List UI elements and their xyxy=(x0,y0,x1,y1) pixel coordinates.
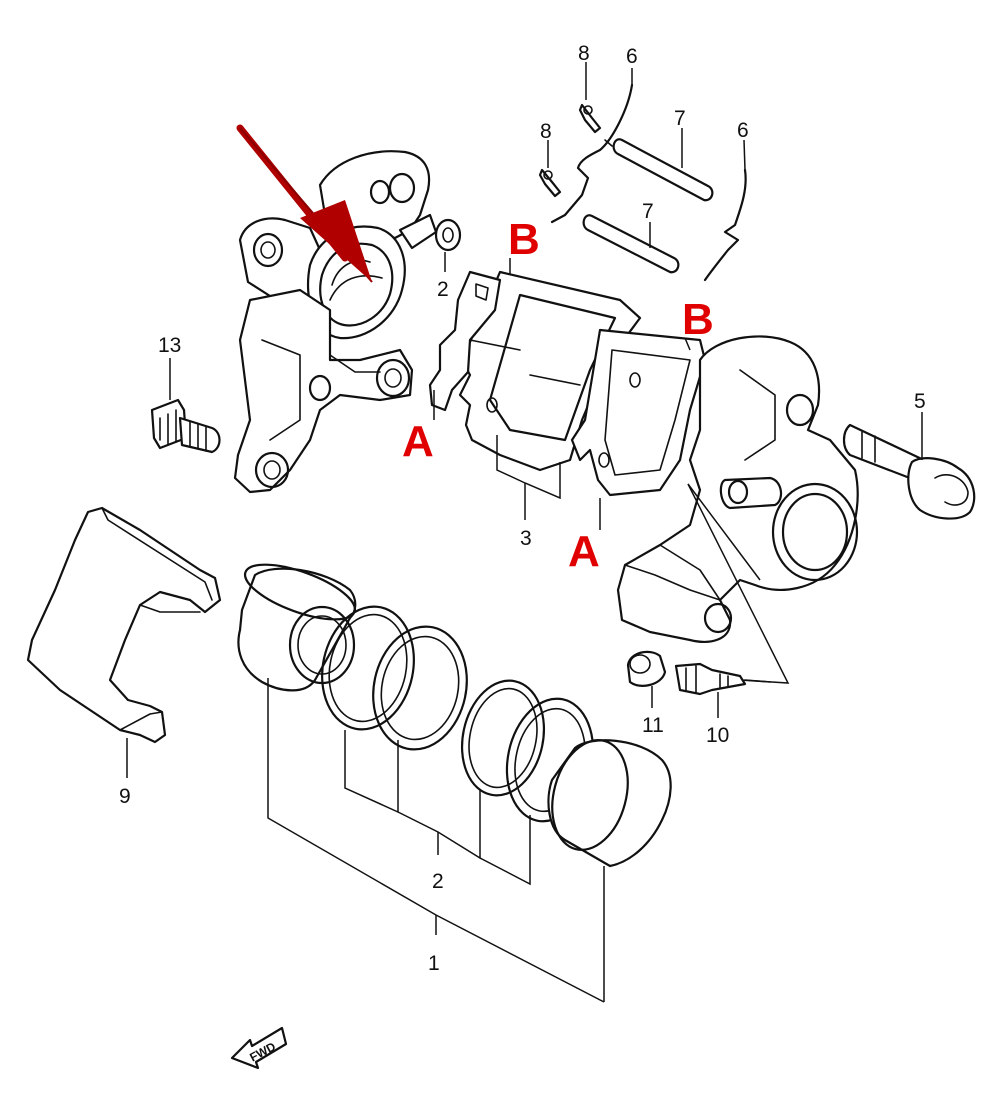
label-part-2-washer: 2 xyxy=(437,278,449,301)
label-part-2-seal: 2 xyxy=(432,870,444,893)
label-part-8-upper: 8 xyxy=(578,42,590,65)
fwd-arrow-icon: FWD xyxy=(230,1026,288,1070)
piston-right xyxy=(547,739,672,868)
brake-pad-inner xyxy=(428,270,521,412)
marker-b-right: B xyxy=(682,295,714,344)
piston-seal-3 xyxy=(460,679,546,797)
piston-seal-2 xyxy=(372,625,468,751)
bleeder-cap xyxy=(626,650,667,687)
caliper-body xyxy=(616,335,859,643)
pad-pin-upper xyxy=(612,138,714,202)
caliper-cover xyxy=(26,506,222,744)
washer xyxy=(434,218,462,252)
pad-spring-right xyxy=(703,168,747,282)
label-part-10: 10 xyxy=(706,724,729,747)
label-part-7-upper: 7 xyxy=(674,107,686,130)
pad-clip-lower xyxy=(538,168,562,198)
label-part-8-lower: 8 xyxy=(540,120,552,143)
leader-lines xyxy=(126,62,923,1003)
label-part-3: 3 xyxy=(520,527,532,550)
red-arrow-icon xyxy=(236,124,373,283)
label-part-13: 13 xyxy=(158,334,181,357)
label-part-7-lower: 7 xyxy=(642,200,654,223)
caliper-bolt xyxy=(842,423,976,520)
label-part-6-left: 6 xyxy=(626,45,638,68)
pad-spring-left xyxy=(550,83,634,224)
label-part-11: 11 xyxy=(642,714,664,737)
label-part-6-right: 6 xyxy=(737,119,749,142)
pad-pin-lower xyxy=(582,214,680,274)
piston-seal-1 xyxy=(321,605,415,731)
marker-a-right: A xyxy=(568,527,600,576)
marker-a-left: A xyxy=(402,417,434,466)
bleeder-valve xyxy=(674,662,771,696)
marker-b-top: B xyxy=(508,215,540,264)
pad-clip-upper xyxy=(578,103,602,134)
label-part-9: 9 xyxy=(119,785,131,808)
piston-left xyxy=(237,563,357,692)
label-part-5: 5 xyxy=(914,390,926,413)
label-part-1: 1 xyxy=(428,952,440,975)
bracket-bolt xyxy=(150,398,221,454)
